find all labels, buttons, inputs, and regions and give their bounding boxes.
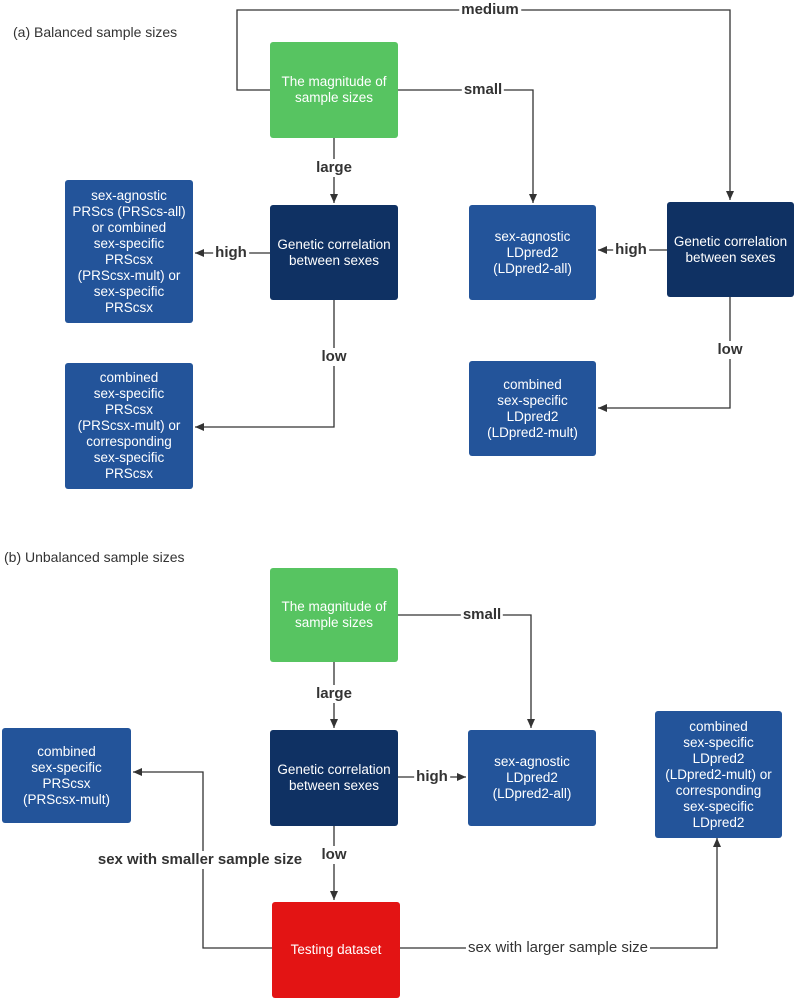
label-b-low: low xyxy=(319,846,349,864)
panel-b-title: (b) Unbalanced sample sizes xyxy=(4,549,185,565)
edge-b-small xyxy=(398,614,535,728)
testing-dataset-node: Testing dataset xyxy=(272,902,400,998)
label-b-smaller: sex with smaller sample size xyxy=(95,851,305,869)
genetic-correlation-node-b: Genetic correlation between sexes xyxy=(270,730,398,826)
label-a-low-left: low xyxy=(319,348,349,366)
label-a-high-left: high xyxy=(213,244,249,262)
prscsx-mult-node-b: combined sex-specific PRScsx (PRScsx-mul… xyxy=(2,728,131,823)
magnitude-node-a: The magnitude of sample sizes xyxy=(270,42,398,138)
ldpred2-combined-node-b: combined sex-specific LDpred2 (LDpred2-m… xyxy=(655,711,782,838)
label-b-high: high xyxy=(414,768,450,786)
label-a-large: large xyxy=(314,159,354,177)
edge-a-medium xyxy=(236,9,734,200)
ldpred2-mult-node-a: combined sex-specific LDpred2 (LDpred2-m… xyxy=(469,361,596,456)
prscs-high-node: sex-agnostic PRScs (PRScs-all) or combin… xyxy=(65,180,193,323)
label-a-medium: medium xyxy=(459,1,521,19)
genetic-correlation-node-a-right: Genetic correlation between sexes xyxy=(667,202,794,297)
genetic-correlation-node-a-left: Genetic correlation between sexes xyxy=(270,205,398,300)
label-a-small: small xyxy=(461,81,505,99)
edge-a-low-left xyxy=(195,300,335,431)
ldpred2-all-node-b: sex-agnostic LDpred2 (LDpred2-all) xyxy=(468,730,596,826)
ldpred2-all-node-a: sex-agnostic LDpred2 (LDpred2-all) xyxy=(469,205,596,300)
label-b-large: large xyxy=(314,685,354,703)
edge-a-low-right xyxy=(598,297,731,412)
edge-b-larger xyxy=(400,838,721,949)
label-b-small: small xyxy=(460,606,504,624)
edge-a-small xyxy=(398,89,537,203)
label-a-low-right: low xyxy=(715,341,745,359)
magnitude-node-b: The magnitude of sample sizes xyxy=(270,568,398,662)
panel-a-title: (a) Balanced sample sizes xyxy=(13,24,178,40)
label-a-high-right: high xyxy=(613,241,649,259)
prscsx-low-node: combined sex-specific PRScsx (PRScsx-mul… xyxy=(65,363,193,489)
label-b-larger: sex with larger sample size xyxy=(465,939,651,957)
